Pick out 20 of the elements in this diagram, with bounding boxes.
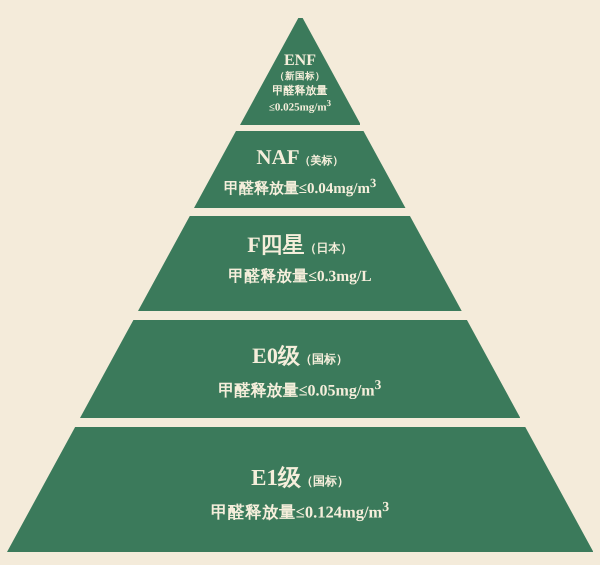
- standard-note: （美标）: [300, 153, 344, 168]
- emission-limit-text: 甲醛释放量≤0.025mg/m$^{3}$: [268, 85, 332, 114]
- tier-title: NAF: [256, 145, 300, 170]
- standard-note: （新国标）: [274, 70, 325, 83]
- tier-title: E0级: [252, 342, 300, 370]
- pyramid-top-triangle: [240, 18, 360, 125]
- standard-note: （国标）: [300, 474, 349, 488]
- emission-limit-text: 甲醛释放量≤0.3mg/L: [228, 267, 372, 287]
- pyramid-tier: [138, 216, 462, 311]
- pyramid-tier: [80, 320, 520, 418]
- tier-title: ENF: [284, 52, 316, 70]
- standard-note: （日本）: [304, 240, 353, 257]
- tier-title: F四星: [247, 231, 305, 259]
- pyramid-tier: [194, 131, 406, 208]
- emission-limit-text: 甲醛释放量≤0.04mg/m$^{3}$: [224, 176, 376, 198]
- tier-title: E1级: [251, 464, 301, 492]
- emission-limit-text: 甲醛释放量≤0.124mg/m$^{3}$: [210, 499, 390, 524]
- emission-limit-text: 甲醛释放量≤0.05mg/m$^{3}$: [218, 377, 382, 402]
- standard-note: （国标）: [300, 352, 348, 366]
- pyramid-tier: [6, 427, 594, 552]
